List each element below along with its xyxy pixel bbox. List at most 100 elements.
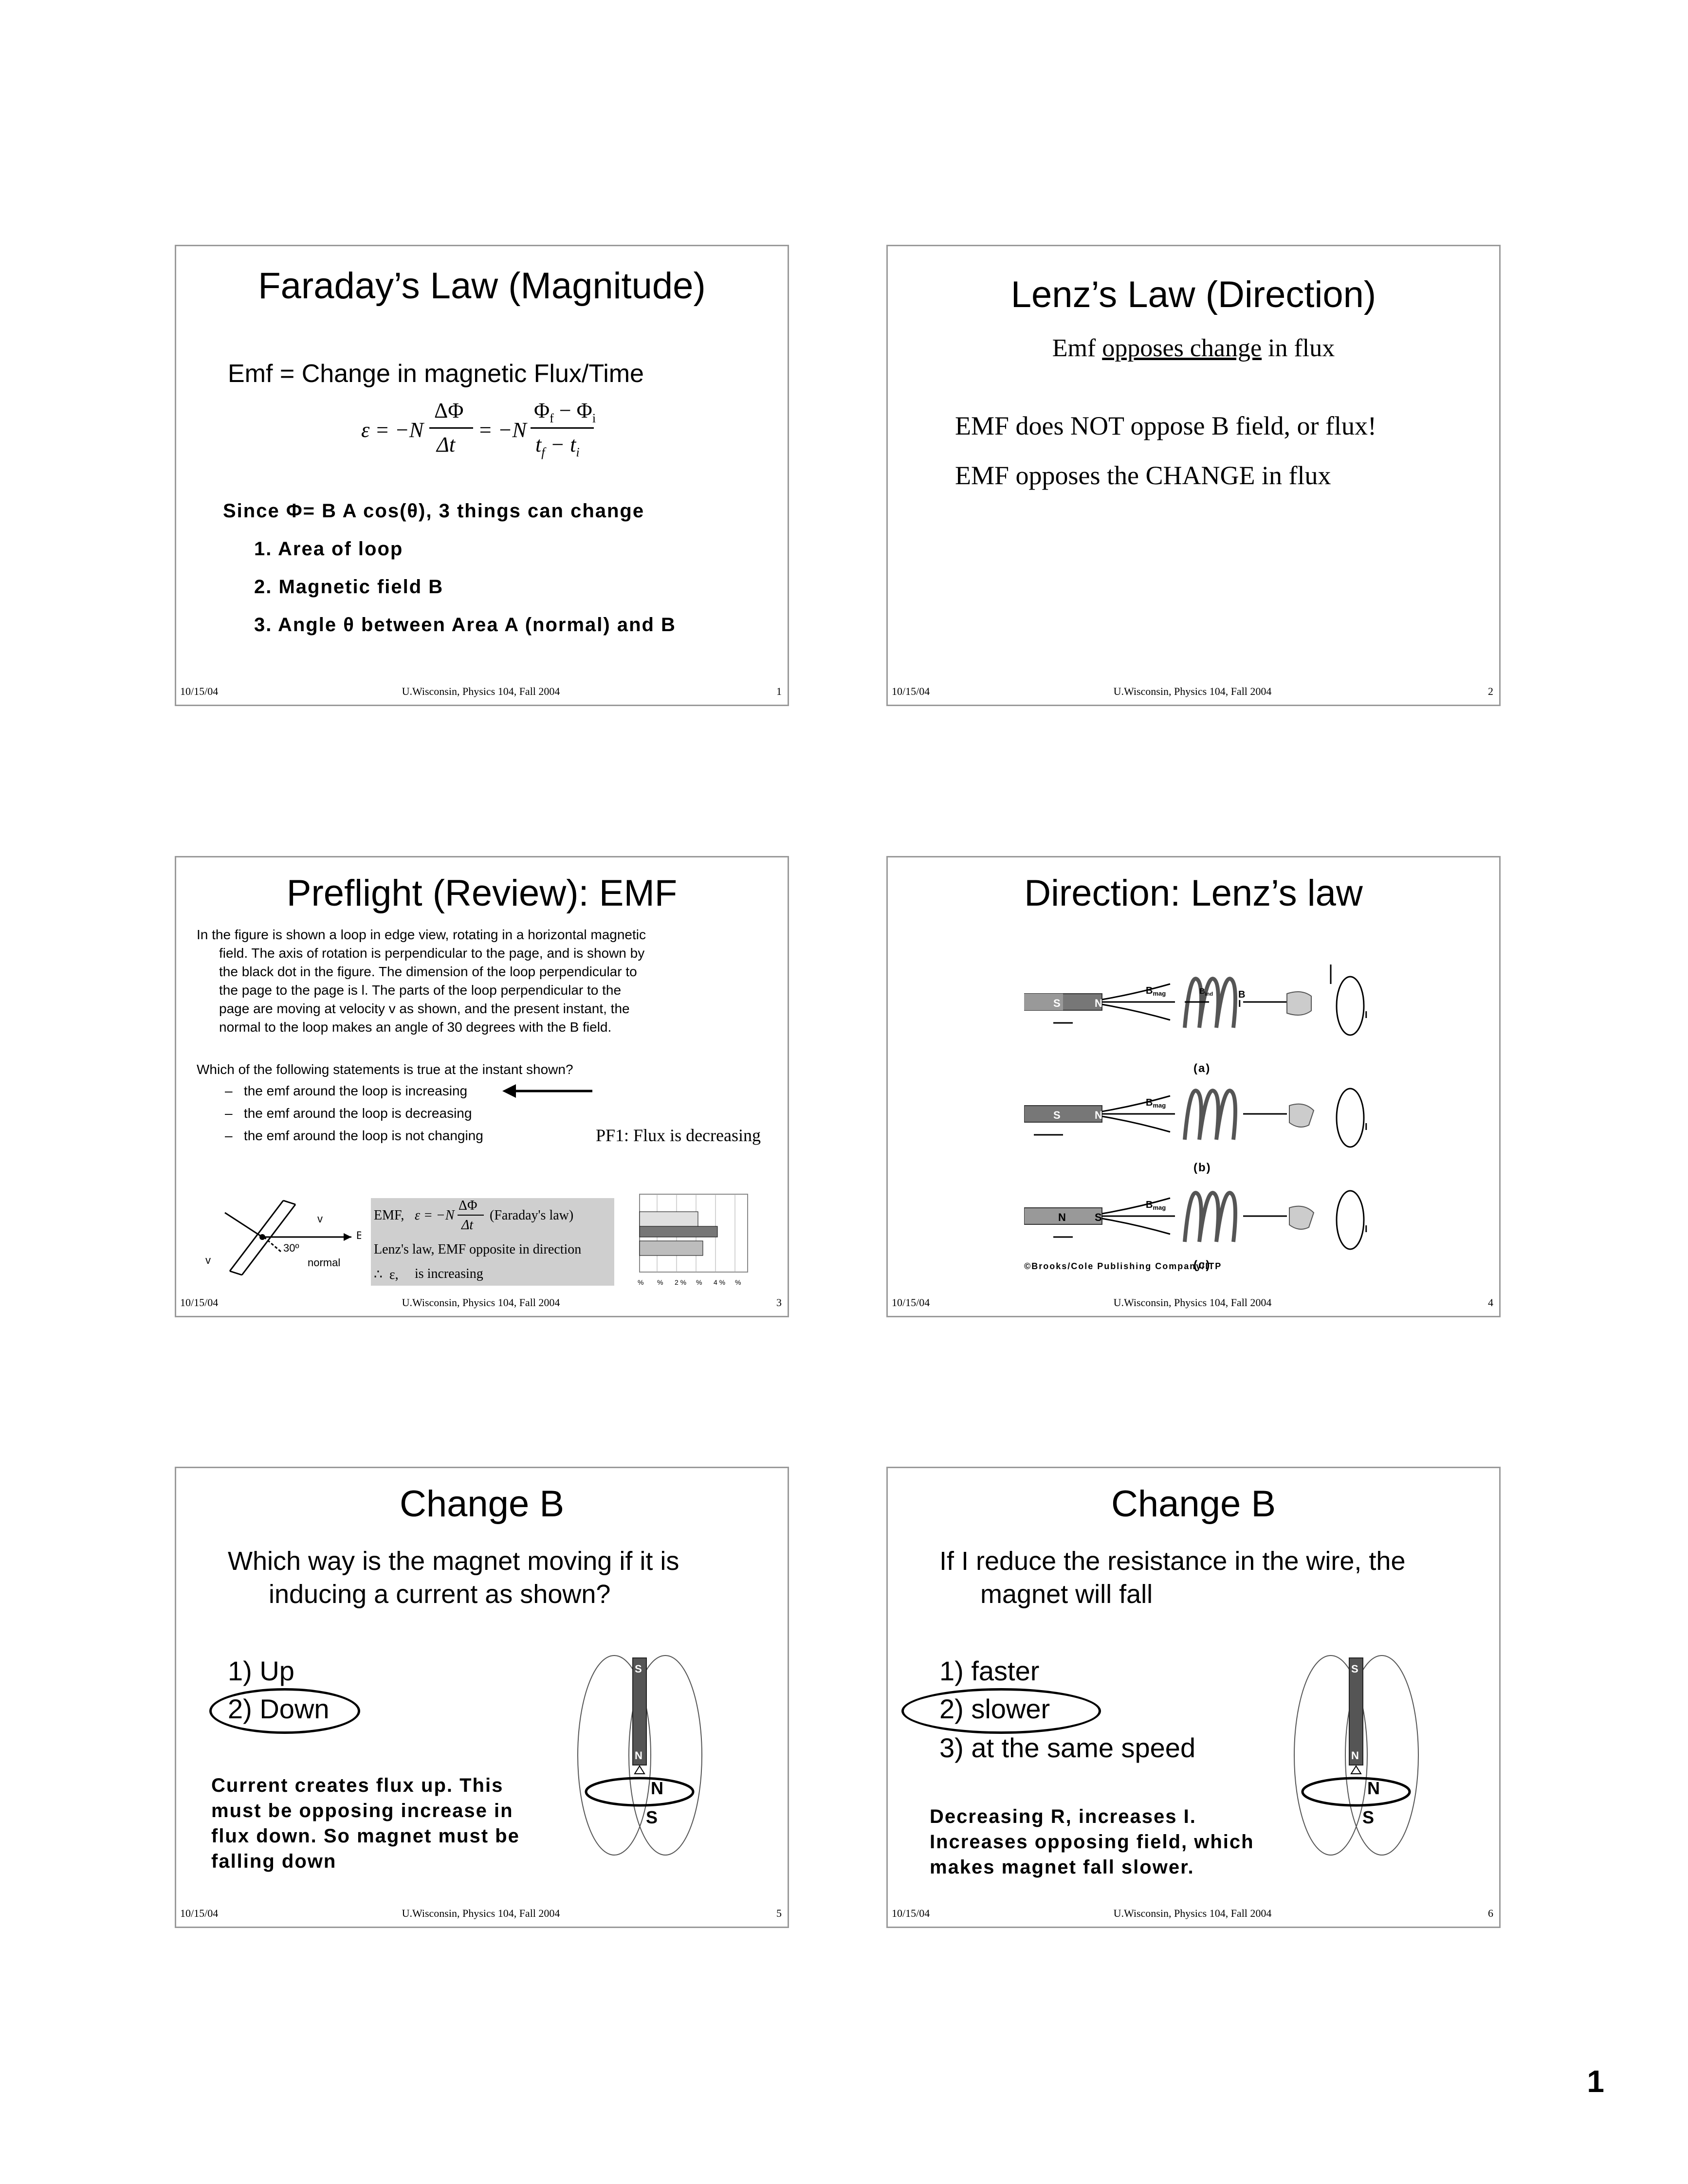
lenz-panel-c: N S Bmag I	[1024, 1190, 1368, 1250]
option: – the emf around the loop is decreasing	[225, 1106, 472, 1121]
footer-course: U.Wisconsin, Physics 104, Fall 2004	[402, 685, 560, 697]
slide-number: 2	[1488, 685, 1493, 697]
question-line: Which way is the magnet moving if it is	[228, 1547, 679, 1576]
slide-title: Faraday’s Law (Magnitude)	[258, 265, 706, 307]
svg-text:N: N	[1095, 1109, 1102, 1121]
svg-text:4 %: 4 %	[714, 1278, 725, 1286]
svg-text:N: N	[1351, 1749, 1359, 1762]
svg-text:S: S	[1053, 1109, 1061, 1121]
svg-text:Bmag: Bmag	[1146, 1097, 1166, 1109]
footer-date: 10/15/04	[892, 1296, 930, 1309]
svg-text:N: N	[1058, 1211, 1066, 1223]
option-text: the emf around the loop is not changing	[243, 1128, 483, 1143]
response-bar-chart: % % 2 % % 4 % %	[638, 1194, 748, 1286]
svg-text:S: S	[646, 1807, 658, 1827]
slide-subtitle: Emf = Change in magnetic Flux/Time	[228, 360, 644, 388]
slide-footer: 10/15/04 U.Wisconsin, Physics 104, Fall …	[180, 1296, 782, 1310]
slide-number: 6	[1488, 1907, 1493, 1919]
slide-number: 5	[776, 1907, 782, 1919]
explanation-line: Current creates flux up. This	[211, 1775, 504, 1796]
selected-answer-circle	[901, 1688, 1101, 1734]
panel-label: (a)	[1193, 1062, 1211, 1075]
paragraph-line: In the figure is shown a loop in edge vi…	[197, 927, 646, 942]
option-faster: 1) faster	[939, 1656, 1040, 1686]
slide-title: Direction: Lenz’s law	[1024, 873, 1363, 914]
slide-title: Lenz’s Law (Direction)	[1010, 274, 1376, 315]
subtitle-underlined: opposes change	[1102, 334, 1262, 362]
slide-2: Lenz’s Law (Direction) Emf opposes chang…	[886, 245, 1501, 706]
slide-1: Faraday’s Law (Magnitude) Emf = Change i…	[175, 245, 789, 706]
list-item: 3. Angle θ between Area A (normal) and B	[254, 614, 676, 636]
footer-date: 10/15/04	[180, 1907, 219, 1919]
slide-subtitle: Emf opposes change in flux	[888, 334, 1499, 363]
explanation: Decreasing R, increases I. Increases opp…	[930, 1804, 1254, 1880]
slide-4: Direction: Lenz’s law S N Bmag Bind B I …	[886, 856, 1501, 1317]
slide-5: Change B Which way is the magnet moving …	[175, 1467, 789, 1928]
footer-course: U.Wisconsin, Physics 104, Fall 2004	[1113, 1296, 1272, 1309]
footer-date: 10/15/04	[180, 1296, 219, 1309]
credit-line: ©Brooks/Cole Publishing Company/ITP	[1024, 1261, 1222, 1271]
footer-date: 10/15/04	[892, 685, 930, 697]
footer-date: 10/15/04	[892, 1907, 930, 1919]
subtitle-pre: Emf	[1052, 334, 1102, 362]
slide-title: Preflight (Review): EMF	[286, 873, 678, 914]
list-item: 1. Area of loop	[254, 538, 404, 560]
svg-text:2 %: 2 %	[675, 1278, 686, 1286]
svg-text:I: I	[1365, 1224, 1368, 1235]
question-line: magnet will fall	[980, 1580, 1153, 1609]
box-lenz: Lenz's law, EMF opposite in direction	[374, 1242, 582, 1257]
faraday-formula: ε = −N ΔΦ Δt = −N Φf − Φi tf − ti	[361, 399, 596, 459]
svg-text:N: N	[635, 1749, 642, 1762]
svg-text:S: S	[1053, 997, 1061, 1009]
option: – the emf around the loop is not changin…	[225, 1128, 483, 1143]
option-same-speed: 3) at the same speed	[939, 1732, 1196, 1763]
slide-footer: 10/15/04 U.Wisconsin, Physics 104, Fall …	[892, 1907, 1493, 1921]
svg-text:S: S	[1362, 1807, 1374, 1827]
box-conclusion: is increasing	[415, 1266, 483, 1281]
svg-text:I: I	[1238, 999, 1241, 1009]
svg-text:S: S	[1095, 1211, 1102, 1223]
selected-answer-circle	[209, 1688, 360, 1734]
question-line: inducing a current as shown?	[269, 1580, 611, 1609]
svg-text:B: B	[1238, 989, 1245, 1000]
question: Which of the following statements is tru…	[197, 1062, 573, 1077]
paragraph-line: the black dot in the figure. The dimensi…	[219, 964, 637, 979]
explanation: Current creates flux up. This must be op…	[211, 1773, 520, 1874]
panel-label: (c)	[1193, 1258, 1211, 1272]
svg-text:%: %	[657, 1278, 663, 1286]
explanation-line: Decreasing R, increases I.	[930, 1806, 1196, 1827]
lenz-panel-b: S N Bmag I	[1024, 1088, 1368, 1148]
footer-course: U.Wisconsin, Physics 104, Fall 2004	[402, 1907, 560, 1919]
statement: EMF does NOT oppose B field, or flux!	[955, 411, 1376, 440]
svg-text:v: v	[317, 1213, 323, 1225]
slide-footer: 10/15/04 U.Wisconsin, Physics 104, Fall …	[892, 685, 1493, 699]
slide-number: 1	[776, 685, 782, 697]
svg-text:%: %	[638, 1278, 643, 1286]
explanation-line: must be opposing increase in	[211, 1800, 514, 1821]
slide-6: Change B If I reduce the resistance in t…	[886, 1467, 1501, 1928]
svg-text:N: N	[651, 1778, 663, 1798]
slide-title: Change B	[399, 1483, 565, 1525]
option: – the emf around the loop is increasing	[225, 1083, 468, 1098]
svg-text:N: N	[1367, 1778, 1380, 1798]
svg-text:%: %	[735, 1278, 741, 1286]
svg-text:v: v	[205, 1254, 211, 1266]
b-field-label: B	[356, 1229, 361, 1241]
svg-text:I: I	[1365, 1122, 1368, 1132]
falling-magnet-figure: S N N S	[577, 1655, 702, 1856]
paragraph-line: the page to the page is l. The parts of …	[219, 983, 622, 998]
problem-paragraph: In the figure is shown a loop in edge vi…	[197, 926, 713, 1037]
panel-label: (b)	[1193, 1161, 1211, 1174]
svg-text:I: I	[1328, 965, 1331, 967]
footer-course: U.Wisconsin, Physics 104, Fall 2004	[1113, 1907, 1272, 1919]
option-up: 1) Up	[228, 1656, 294, 1686]
page-number: 1	[1587, 2064, 1604, 2099]
box-emf: EMF,	[374, 1208, 404, 1223]
lenz-panel-a: S N Bmag Bind B I I I	[1024, 965, 1368, 1036]
svg-text:S: S	[635, 1663, 642, 1675]
explanation-line: Increases opposing field, which	[930, 1831, 1254, 1853]
svg-text:N: N	[1095, 997, 1102, 1009]
box-faraday: (Faraday's law)	[490, 1208, 574, 1223]
answer-arrow-icon	[502, 1084, 592, 1098]
slide-number: 3	[776, 1296, 782, 1309]
